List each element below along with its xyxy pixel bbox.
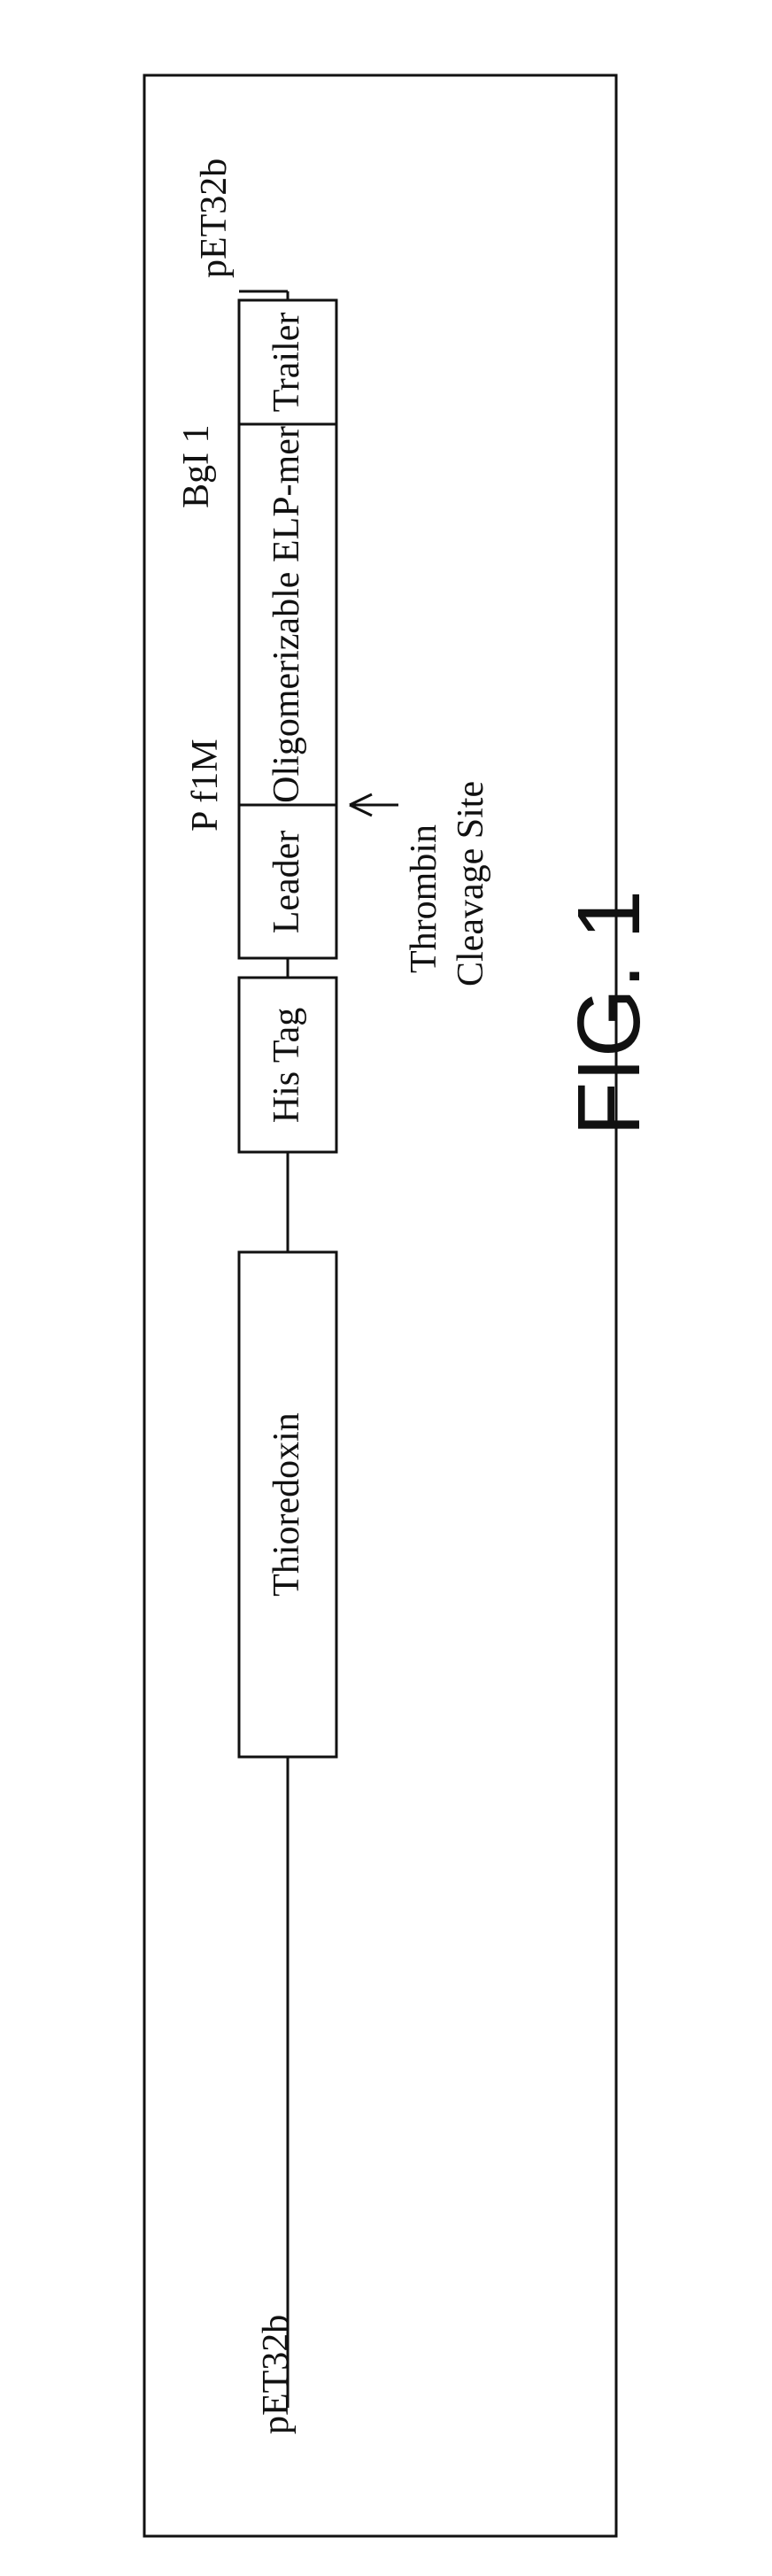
trailer-label: Trailer <box>266 313 307 413</box>
figure-caption: FIG. 1 <box>560 890 659 1136</box>
leader-label: Leader <box>266 831 307 934</box>
cleavage-site-label: Cleavage Site <box>451 781 491 986</box>
his-tag-label: His Tag <box>266 1008 307 1123</box>
vector-label-right: pET32b <box>194 159 235 278</box>
elp-label: Oligomerizable ELP-mer <box>266 426 307 803</box>
thioredoxin-label: Thioredoxin <box>266 1412 307 1597</box>
vector-label-left: pET32b <box>256 2315 297 2434</box>
thrombin-arrow <box>350 794 398 816</box>
site-pflm-label: P f1M <box>185 739 226 832</box>
thrombin-label: Thrombin <box>404 824 444 973</box>
site-bgl1-label: BgI 1 <box>176 425 217 509</box>
construct-diagram: Thioredoxin His Tag Leader Oligomerizabl… <box>176 159 659 2434</box>
